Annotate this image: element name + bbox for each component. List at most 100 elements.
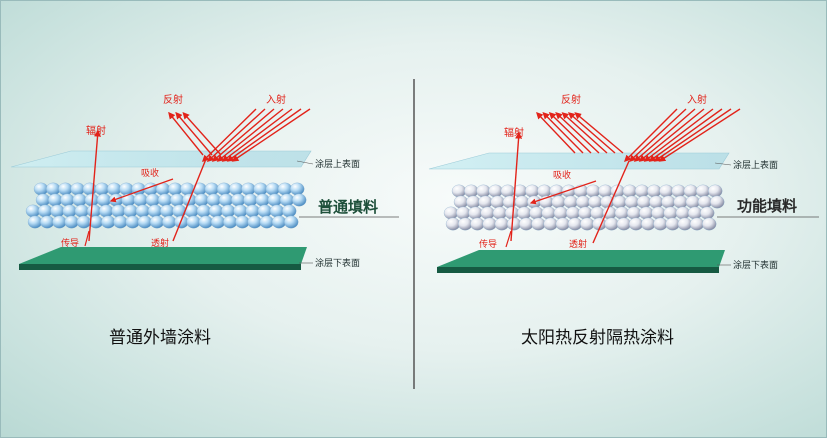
filler-particle: [622, 184, 637, 198]
filler-particle: [133, 193, 148, 207]
filler-particle: [235, 215, 250, 229]
filler-particle: [468, 206, 483, 220]
filler-particle: [494, 217, 509, 231]
filler-particle: [186, 215, 201, 229]
filler-particle: [74, 204, 89, 218]
filler-particle: [113, 215, 128, 229]
left-conduct-label: 传导: [61, 237, 79, 249]
left-reflected-rays: [168, 111, 222, 156]
filler-particle: [476, 184, 491, 198]
filler-particle: [96, 193, 112, 207]
filler-particle: [697, 195, 713, 209]
filler-particle: [162, 215, 177, 229]
filler-particle: [157, 193, 173, 207]
filler-particle: [708, 184, 723, 198]
filler-particle: [531, 217, 546, 231]
filler-particle: [578, 206, 593, 220]
filler-particle: [451, 184, 467, 198]
right-incident-label: 入射: [687, 94, 707, 106]
left-panel: 反射 入射 辐射 吸收 传导 透射 涂层上表面 普通填料 涂层下表面 普通外墙涂…: [10, 94, 399, 348]
filler-particle: [121, 193, 136, 207]
filler-particle: [639, 206, 654, 220]
reflected-ray: [536, 111, 576, 154]
filler-particle: [673, 195, 688, 209]
right-lower-plate-top: [437, 250, 725, 267]
filler-particle: [216, 182, 232, 196]
filler-particle: [671, 184, 686, 198]
reflected-ray: [567, 112, 616, 154]
incident-ray: [658, 108, 741, 162]
right-transmit-label: 透射: [569, 238, 587, 250]
filler-particle: [72, 193, 87, 207]
filler-particle: [70, 182, 85, 196]
right-caption: 太阳热反射隔热涂料: [521, 328, 674, 348]
filler-particle: [653, 217, 668, 231]
filler-particle: [504, 206, 520, 220]
incident-ray: [638, 108, 705, 162]
filler-particle: [147, 204, 163, 218]
filler-particle: [683, 184, 698, 198]
filler-particle: [137, 215, 152, 229]
right-conduct-label: 传导: [479, 238, 497, 250]
filler-particle: [689, 217, 705, 231]
right-conduct-line: [505, 230, 512, 248]
filler-particle: [99, 204, 114, 218]
filler-particle: [241, 182, 256, 196]
filler-particle: [575, 195, 591, 209]
filler-particle: [677, 217, 692, 231]
incident-ray: [633, 108, 696, 162]
filler-particle: [565, 206, 581, 220]
incident-ray: [231, 108, 311, 162]
left-conduct-line: [84, 230, 90, 247]
filler-particle: [634, 184, 650, 198]
right-lower-plate-edge: [437, 267, 719, 273]
right-upper-film: [428, 152, 730, 170]
reflected-ray: [548, 112, 592, 154]
incident-ray: [216, 108, 284, 162]
filler-particle: [60, 193, 75, 207]
filler-particle: [580, 217, 595, 231]
filler-particle: [223, 215, 238, 229]
filler-particle: [551, 195, 566, 209]
filler-particle: [624, 195, 639, 209]
filler-particle: [616, 217, 631, 231]
left-radiate-label: 辐射: [86, 124, 106, 137]
left-reflect-label: 反射: [163, 94, 183, 106]
filler-particle: [229, 182, 244, 196]
filler-particle: [443, 206, 459, 220]
filler-particle: [470, 217, 485, 231]
incident-ray: [643, 108, 714, 162]
filler-particle: [247, 215, 262, 229]
filler-particle: [292, 193, 307, 207]
filler-particle: [245, 204, 260, 218]
left-incident-rays: [202, 108, 311, 162]
filler-particle: [25, 204, 41, 218]
filler-particle: [290, 182, 305, 196]
right-filler-label: 功能填料: [737, 197, 797, 215]
filler-particle: [279, 193, 295, 207]
left-upper-film: [10, 150, 312, 168]
filler-particle: [687, 206, 703, 220]
filler-particle: [710, 195, 725, 209]
filler-particle: [482, 217, 497, 231]
filler-particle: [135, 204, 150, 218]
filler-particle: [506, 217, 522, 231]
filler-particle: [125, 215, 140, 229]
filler-particle: [541, 206, 556, 220]
filler-particle: [553, 206, 568, 220]
filler-particle: [58, 182, 73, 196]
filler-particle: [192, 182, 207, 196]
filler-particle: [543, 217, 558, 231]
reflected-ray: [168, 111, 204, 156]
reflected-ray: [182, 111, 222, 156]
filler-particle: [48, 193, 63, 207]
left-incident-label: 入射: [266, 94, 286, 106]
filler-particle: [525, 184, 540, 198]
filler-particle: [649, 195, 664, 209]
filler-particle: [647, 184, 662, 198]
left-upper-surface-leader: [296, 160, 314, 165]
left-absorb-arrow: [109, 178, 174, 203]
right-lower-surface-label: 涂层下表面: [733, 259, 778, 271]
filler-particle: [492, 206, 507, 220]
